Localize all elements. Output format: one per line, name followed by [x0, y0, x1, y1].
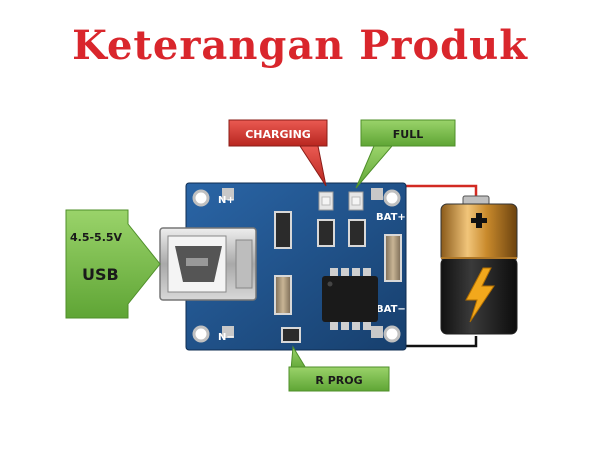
- r-prog-callout: [288, 345, 390, 392]
- usb-label: USB: [82, 265, 119, 284]
- mini-usb-connector: [159, 227, 257, 301]
- n-plus-label: N+: [218, 195, 235, 206]
- battery-wires: [402, 184, 478, 348]
- smd-components: [274, 211, 402, 343]
- page-title: Keterangan Produk: [72, 22, 528, 69]
- full-led: [348, 191, 364, 211]
- bat-plus-label: BAT+: [376, 212, 406, 223]
- charging-label: CHARGING: [245, 128, 311, 141]
- bat-minus-label: BAT−: [376, 304, 406, 315]
- input-arrow: [65, 209, 161, 319]
- full-label: FULL: [393, 128, 423, 141]
- charging-led: [318, 191, 334, 211]
- battery: [440, 195, 518, 335]
- full-callout: [355, 119, 456, 189]
- input-voltage-label: 4.5-5.5V: [70, 231, 123, 244]
- r-prog-label: R PROG: [315, 374, 362, 387]
- n-minus-label: N−: [218, 332, 235, 343]
- charger-ic: [322, 268, 378, 330]
- charging-callout: [228, 119, 328, 187]
